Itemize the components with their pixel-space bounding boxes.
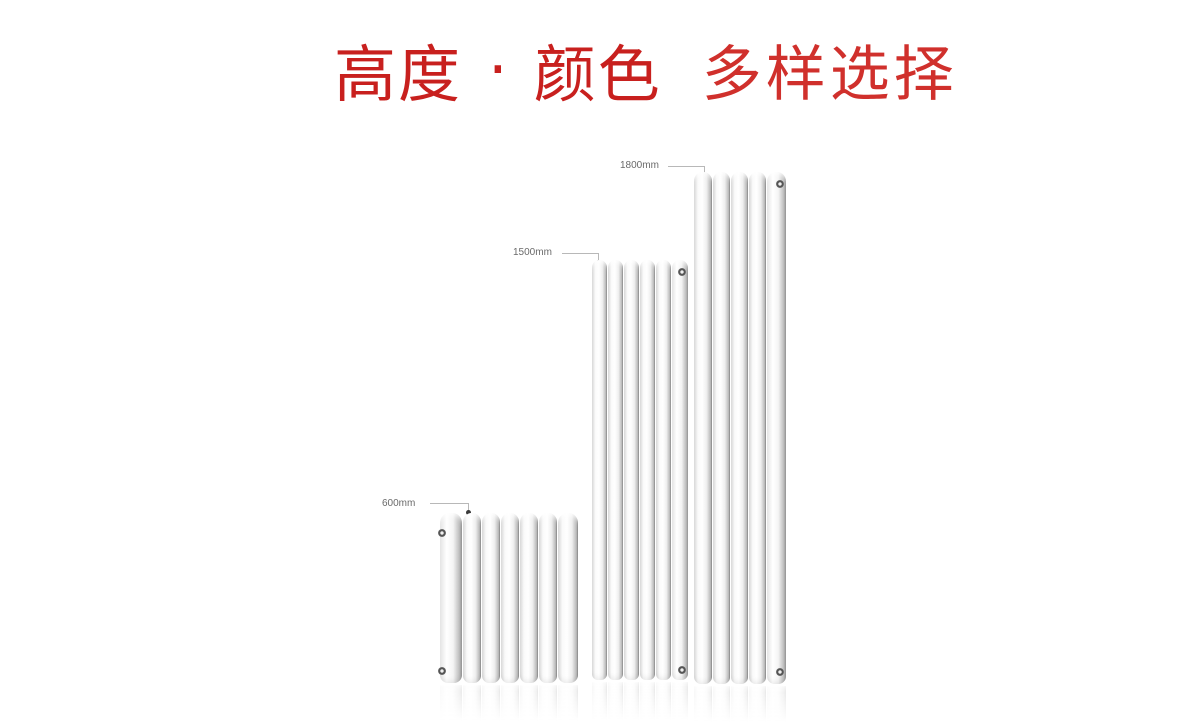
radiator-column: [558, 513, 578, 683]
radiator-1500mm: [592, 260, 688, 680]
headline-variety: 多样选择: [701, 39, 958, 110]
radiator-column: [731, 172, 748, 684]
radiator-column: [501, 513, 519, 683]
radiator-1800mm-reflection: [694, 686, 786, 722]
radiator-1800mm: [694, 172, 786, 684]
leader-line-1500: [562, 253, 598, 254]
height-label-1500: 1500mm: [513, 247, 552, 258]
valve-icon: [776, 180, 784, 188]
radiator-column: [440, 513, 462, 683]
radiator-column: [624, 260, 639, 680]
height-label-600: 600mm: [382, 498, 416, 509]
radiator-column: [749, 172, 766, 684]
leader-line-1500-v: [598, 253, 599, 261]
headline-separator: ·: [488, 32, 508, 106]
radiator-column: [694, 172, 712, 684]
valve-icon: [678, 666, 686, 674]
headline-color: 颜色: [533, 38, 662, 111]
radiator-column: [482, 513, 500, 683]
radiator-column: [592, 260, 607, 680]
headline-height: 高度: [334, 38, 463, 111]
radiator-column: [713, 172, 730, 684]
valve-icon: [776, 668, 784, 676]
radiator-column: [767, 172, 786, 684]
radiator-1500mm-reflection: [592, 682, 688, 720]
pin-600: [466, 510, 471, 515]
leader-line-600-v: [468, 503, 469, 511]
headline: 高度 · 颜色 多样选择: [334, 24, 958, 114]
radiator-600mm: [438, 513, 580, 683]
radiator-column: [672, 260, 688, 680]
radiator-column: [640, 260, 655, 680]
valve-icon: [678, 268, 686, 276]
leader-line-1800-v: [704, 166, 705, 174]
radiator-column: [463, 513, 481, 683]
radiator-600mm-reflection: [440, 685, 580, 721]
radiator-column: [520, 513, 538, 683]
valve-icon: [438, 529, 446, 537]
leader-line-1800: [668, 166, 704, 167]
radiator-column: [608, 260, 623, 680]
radiator-column: [656, 260, 671, 680]
radiator-column: [539, 513, 557, 683]
leader-line-600: [430, 503, 468, 504]
height-label-1800: 1800mm: [620, 160, 659, 171]
valve-icon: [438, 667, 446, 675]
